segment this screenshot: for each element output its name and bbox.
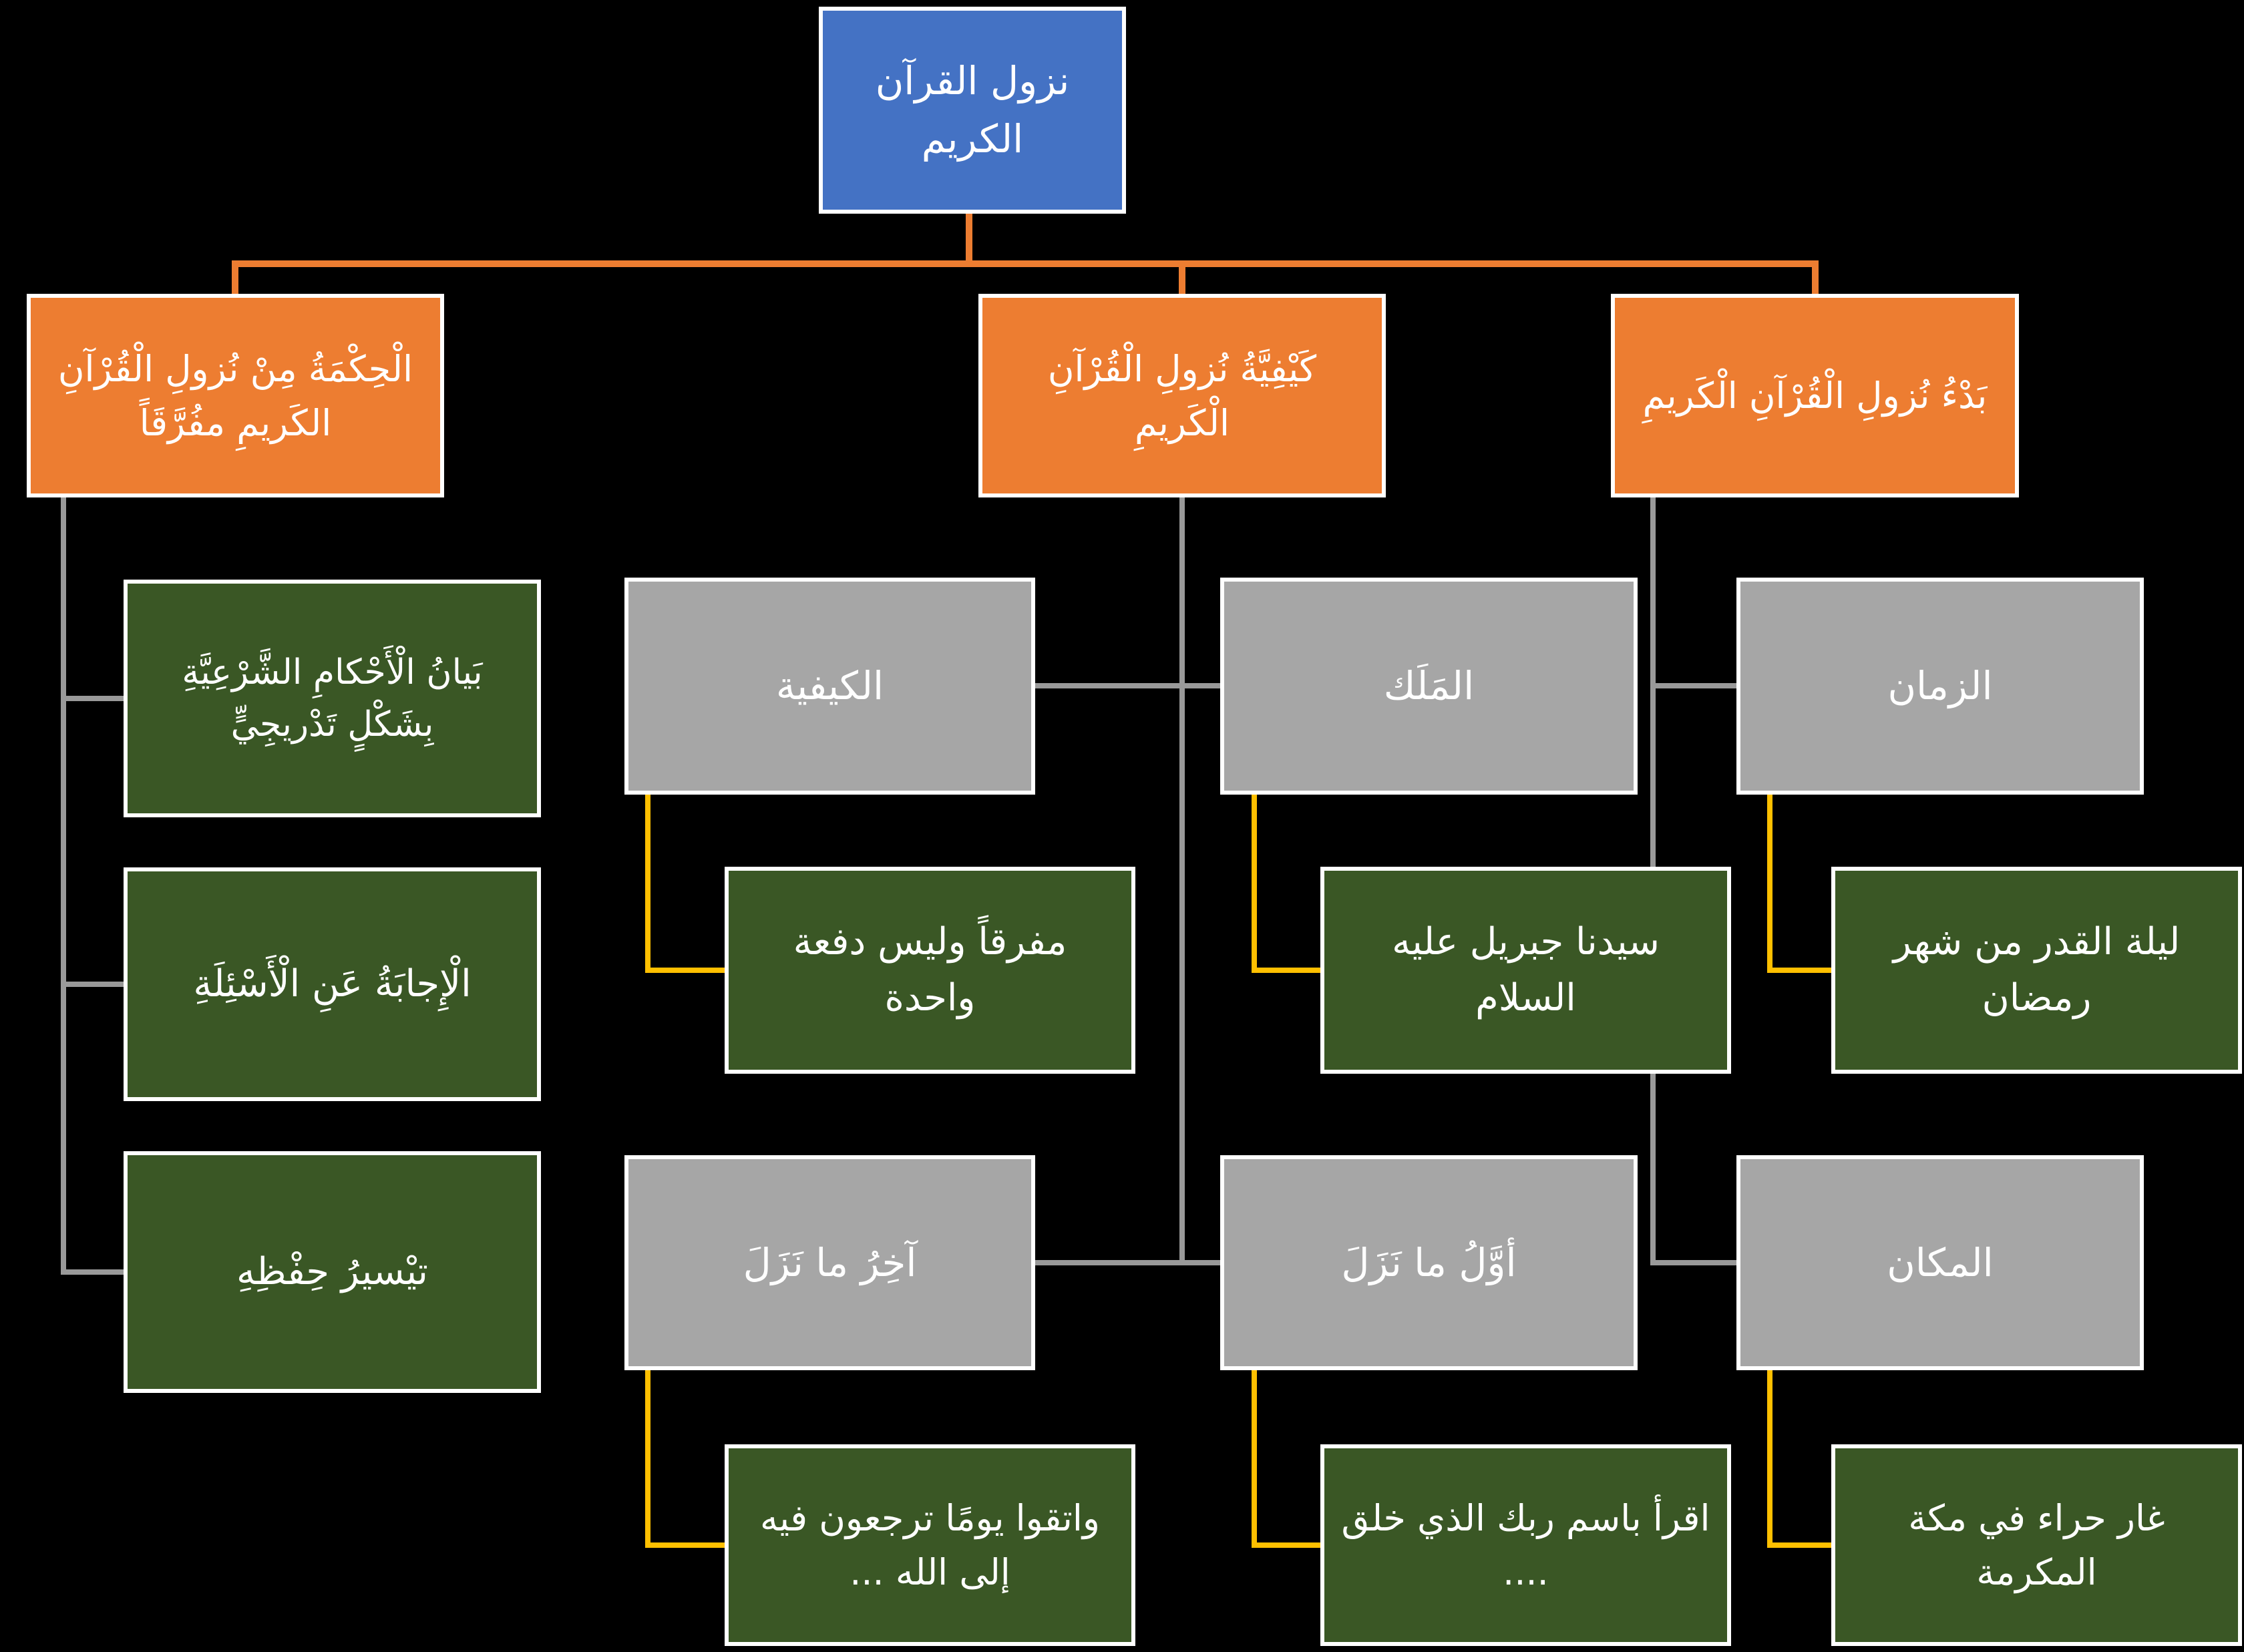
node-root: نزول القرآن الكريم: [819, 7, 1126, 214]
connector-angel-elbow-h: [1252, 968, 1320, 973]
connector-wisdom-detail-3: [61, 1269, 124, 1275]
connector-wisdom-stub: [232, 260, 238, 294]
node-first-revealed-detail: اقرأ باسم ربك الذي خلق ....: [1320, 1444, 1731, 1646]
connector-wisdom-detail-2: [61, 982, 124, 987]
node-manner-detail: مفرقاً وليس دفعة واحدة: [725, 867, 1135, 1074]
node-last-revealed: آخِرُ ما نَزَلَ: [624, 1155, 1035, 1370]
node-place: المكان: [1736, 1155, 2144, 1370]
connector-time-elbow-h: [1767, 968, 1831, 973]
node-angel-detail-label: سيدنا جبريل عليه السلام: [1392, 920, 1660, 1020]
node-how: كَيْفِيَّةُ نُزولِ الْقُرْآنِ الْكَريمِ: [978, 294, 1386, 497]
node-start-label: بَدْءُ نُزولِ الْقُرْآنِ الْكَريمِ: [1642, 375, 1988, 417]
node-place-detail-label: غار حراء في مكة المكرمة: [1908, 1497, 2165, 1593]
node-place-detail: غار حراء في مكة المكرمة: [1831, 1444, 2242, 1646]
connector-last-first-rung: [1035, 1260, 1220, 1265]
node-manner-detail-label: مفرقاً وليس دفعة واحدة: [793, 920, 1067, 1020]
connector-start-stub: [1812, 260, 1819, 294]
node-place-label: المكان: [1887, 1239, 1994, 1285]
connector-manner-elbow-h: [645, 968, 725, 973]
connector-wisdom-vline: [61, 497, 66, 1275]
node-wisdom-detail-1-label: بَيانُ الْأَحْكامِ الشَّرْعِيَّةِ بِشَكْ…: [182, 652, 483, 745]
node-last-revealed-detail: واتقوا يومًا ترجعون فيه إلى الله ...: [725, 1444, 1135, 1646]
connector-place-elbow-v: [1767, 1370, 1772, 1548]
connector-root-stem: [966, 214, 972, 264]
node-start: بَدْءُ نُزولِ الْقُرْآنِ الْكَريمِ: [1611, 294, 2019, 497]
node-angel: المَلَك: [1220, 578, 1638, 795]
node-root-label: نزول القرآن الكريم: [875, 58, 1070, 162]
connector-time-elbow-v: [1767, 795, 1772, 973]
connector-manner-elbow-v: [645, 795, 650, 973]
node-wisdom: الْحِكْمَةُ مِنْ نُزولِ الْقُرْآنِ الكَر…: [27, 294, 444, 497]
connector-time-stub: [1650, 683, 1736, 688]
connector-angel-elbow-v: [1252, 795, 1257, 973]
node-first-revealed: أوَّلُ ما نَزَلَ: [1220, 1155, 1638, 1370]
node-wisdom-label: الْحِكْمَةُ مِنْ نُزولِ الْقُرْآنِ الكَر…: [57, 347, 413, 444]
connector-last-elbow-v: [645, 1370, 650, 1548]
node-time-label: الزمان: [1887, 663, 1993, 708]
node-wisdom-detail-3-label: تيْسيرُ حِفْظِهِ: [236, 1250, 428, 1293]
node-first-revealed-detail-label: اقرأ باسم ربك الذي خلق ....: [1341, 1497, 1710, 1593]
connector-how-vline: [1179, 497, 1185, 1265]
connector-manner-angel-rung: [1035, 683, 1220, 688]
connector-first-elbow-h: [1252, 1542, 1320, 1548]
connector-last-elbow-h: [645, 1542, 725, 1548]
connector-first-elbow-v: [1252, 1370, 1257, 1548]
node-how-label: كَيْفِيَّةُ نُزولِ الْقُرْآنِ الْكَريمِ: [1047, 347, 1317, 444]
node-angel-label: المَلَك: [1383, 663, 1475, 708]
node-time-detail: ليلة القدر من شهر رمضان: [1831, 867, 2242, 1074]
node-last-revealed-label: آخِرُ ما نَزَلَ: [743, 1239, 917, 1285]
connector-place-stub: [1650, 1260, 1736, 1265]
node-angel-detail: سيدنا جبريل عليه السلام: [1320, 867, 1731, 1074]
node-time: الزمان: [1736, 578, 2144, 795]
connector-how-stub: [1179, 260, 1185, 294]
connector-wisdom-detail-1: [61, 696, 124, 701]
node-manner: الكيفية: [624, 578, 1035, 795]
node-first-revealed-label: أوَّلُ ما نَزَلَ: [1341, 1239, 1517, 1285]
connector-branch-crossbar: [232, 260, 1819, 267]
node-time-detail-label: ليلة القدر من شهر رمضان: [1893, 920, 2181, 1020]
node-wisdom-detail-2-label: الْإِجابَةُ عَنِ الْأَسْئِلَةِ: [193, 962, 472, 1006]
node-wisdom-detail-1: بَيانُ الْأَحْكامِ الشَّرْعِيَّةِ بِشَكْ…: [124, 580, 541, 817]
node-wisdom-detail-2: الْإِجابَةُ عَنِ الْأَسْئِلَةِ: [124, 867, 541, 1101]
node-manner-label: الكيفية: [775, 663, 884, 708]
node-wisdom-detail-3: تيْسيرُ حِفْظِهِ: [124, 1151, 541, 1393]
node-last-revealed-detail-label: واتقوا يومًا ترجعون فيه إلى الله ...: [760, 1497, 1100, 1593]
connector-place-elbow-h: [1767, 1542, 1831, 1548]
